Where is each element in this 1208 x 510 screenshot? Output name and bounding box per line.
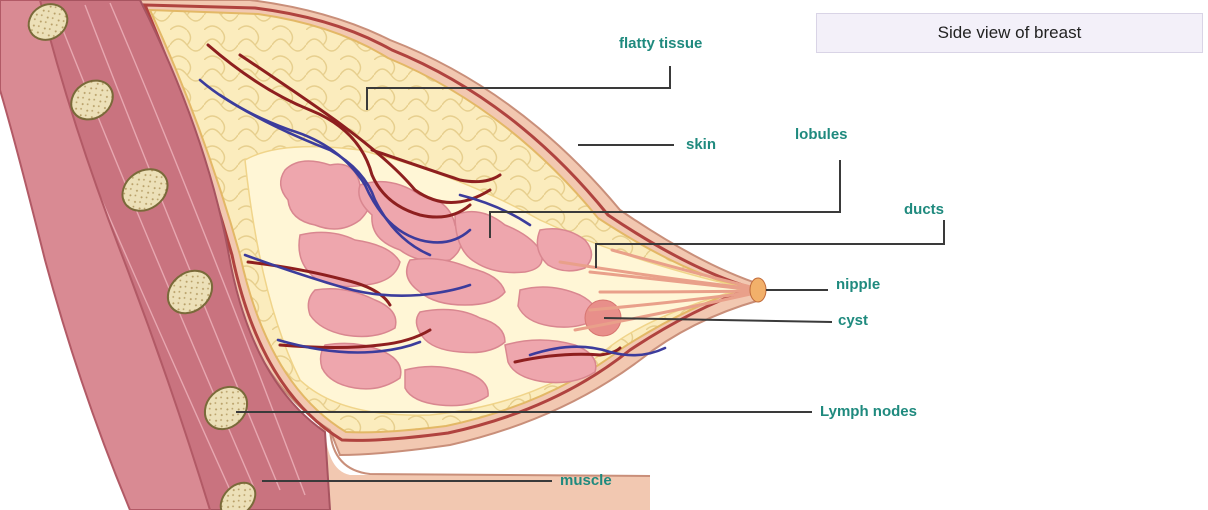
label-fatty-tissue: flatty tissue — [619, 35, 702, 52]
label-lobules: lobules — [795, 126, 848, 143]
label-muscle: muscle — [560, 472, 612, 489]
diagram-title: Side view of breast — [938, 23, 1082, 43]
label-cyst: cyst — [838, 312, 868, 329]
label-lymph-nodes: Lymph nodes — [820, 403, 917, 420]
nipple-shape — [750, 278, 766, 302]
label-skin: skin — [686, 136, 716, 153]
label-ducts: ducts — [904, 201, 944, 218]
title-box: Side view of breast — [816, 13, 1203, 53]
label-nipple: nipple — [836, 276, 880, 293]
